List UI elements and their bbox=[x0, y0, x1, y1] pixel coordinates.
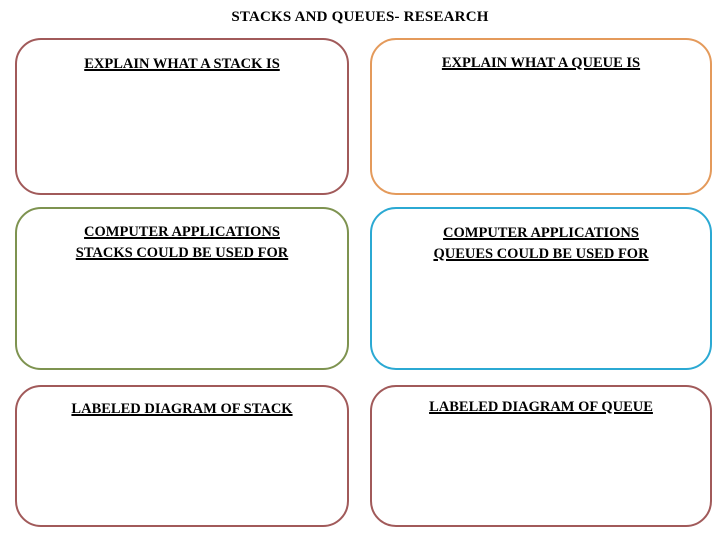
answer-area-explain-stack[interactable] bbox=[25, 98, 339, 187]
heading-line: COMPUTER APPLICATIONS bbox=[84, 224, 280, 240]
box-applications-queues[interactable]: COMPUTER APPLICATIONS QUEUES COULD BE US… bbox=[370, 207, 712, 370]
box-explain-queue[interactable]: EXPLAIN WHAT A QUEUE IS bbox=[370, 38, 712, 195]
page-title: STACKS AND QUEUES- RESEARCH bbox=[231, 9, 489, 25]
heading-line: LABELED DIAGRAM OF STACK bbox=[71, 401, 293, 417]
box-explain-stack[interactable]: EXPLAIN WHAT A STACK IS bbox=[15, 38, 349, 195]
box-heading-diagram-queue: LABELED DIAGRAM OF QUEUE bbox=[372, 397, 710, 418]
heading-line: EXPLAIN WHAT A QUEUE IS bbox=[441, 55, 641, 71]
box-heading-explain-queue: EXPLAIN WHAT A QUEUE IS bbox=[372, 53, 710, 74]
answer-area-applications-queues[interactable] bbox=[380, 267, 702, 362]
box-heading-explain-stack: EXPLAIN WHAT A STACK IS bbox=[17, 54, 347, 75]
heading-line: EXPLAIN WHAT A STACK IS bbox=[84, 56, 280, 72]
heading-line: STACKS COULD BE USED FOR bbox=[75, 245, 289, 261]
heading-line: LABELED DIAGRAM OF QUEUE bbox=[429, 399, 653, 415]
answer-area-applications-stacks[interactable] bbox=[25, 267, 339, 362]
heading-line: COMPUTER APPLICATIONS bbox=[443, 225, 639, 241]
box-heading-applications-stacks: COMPUTER APPLICATIONS STACKS COULD BE US… bbox=[17, 222, 347, 264]
box-heading-diagram-stack: LABELED DIAGRAM OF STACK bbox=[17, 399, 347, 420]
answer-area-diagram-queue[interactable] bbox=[380, 445, 702, 519]
heading-line: QUEUES COULD BE USED FOR bbox=[433, 246, 649, 262]
box-heading-applications-queues: COMPUTER APPLICATIONS QUEUES COULD BE US… bbox=[372, 223, 710, 265]
answer-area-diagram-stack[interactable] bbox=[25, 445, 339, 519]
answer-area-explain-queue[interactable] bbox=[380, 98, 702, 187]
box-diagram-queue[interactable]: LABELED DIAGRAM OF QUEUE bbox=[370, 385, 712, 527]
box-diagram-stack[interactable]: LABELED DIAGRAM OF STACK bbox=[15, 385, 349, 527]
box-applications-stacks[interactable]: COMPUTER APPLICATIONS STACKS COULD BE US… bbox=[15, 207, 349, 370]
